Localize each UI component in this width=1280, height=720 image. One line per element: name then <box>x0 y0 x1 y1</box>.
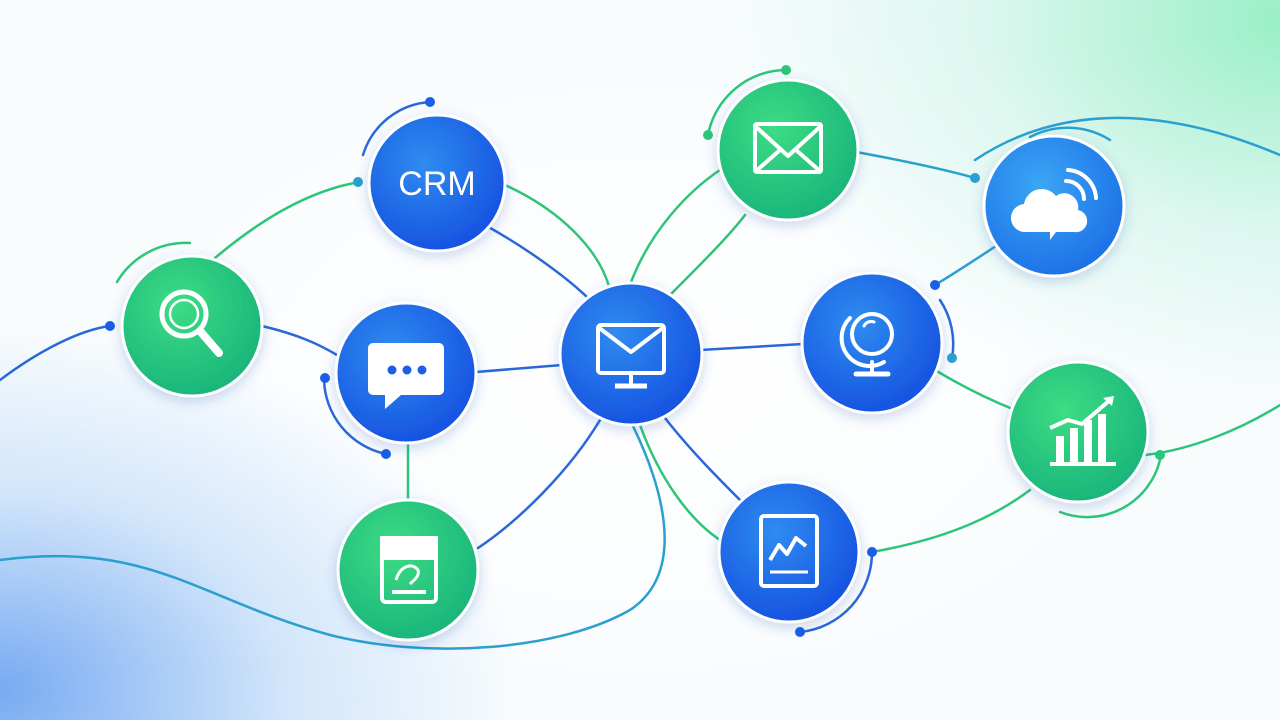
connector-line <box>663 416 742 502</box>
connector-line <box>628 168 722 287</box>
connector-dots <box>105 65 1165 637</box>
cloud-signal-icon <box>1010 168 1098 240</box>
chat-bubble-icon <box>368 343 444 409</box>
connector-line <box>474 363 564 374</box>
hub-node[interactable] <box>558 281 704 427</box>
connector-line <box>476 418 602 550</box>
document-scan-icon <box>380 536 438 604</box>
connector-line <box>483 223 592 302</box>
connector-line <box>503 183 612 292</box>
bar-chart-icon <box>1049 396 1116 466</box>
magnifier-icon <box>159 289 223 357</box>
connector-line <box>973 116 1280 162</box>
cloud-node[interactable] <box>982 134 1126 278</box>
connector-line <box>1143 403 1280 457</box>
connector-line <box>933 238 1007 287</box>
globe-icon <box>839 312 894 377</box>
node-arc-accents <box>115 68 1162 634</box>
email-node[interactable] <box>716 78 860 222</box>
monitor-mail-icon <box>596 323 666 389</box>
globe-node[interactable] <box>800 271 944 415</box>
search-node[interactable] <box>120 254 264 398</box>
connector-line <box>638 423 722 542</box>
analytics-node[interactable] <box>1006 360 1150 504</box>
envelope-icon <box>753 122 823 174</box>
connector-line <box>0 324 112 382</box>
crm-node[interactable]: CRM <box>367 113 507 253</box>
connector-line <box>260 324 339 357</box>
document-node[interactable] <box>336 498 480 642</box>
chat-node[interactable] <box>334 301 478 445</box>
connection-lines <box>0 116 1280 650</box>
connector-line <box>668 213 747 297</box>
crm-label: CRM <box>398 165 475 203</box>
connector-line <box>213 180 362 260</box>
report-node[interactable] <box>717 480 861 624</box>
connector-line <box>870 488 1032 554</box>
tablet-chart-icon <box>759 514 819 588</box>
connector-line <box>698 342 805 352</box>
connector-line <box>0 418 666 650</box>
connector-line <box>933 368 1017 412</box>
connector-line <box>854 150 977 180</box>
